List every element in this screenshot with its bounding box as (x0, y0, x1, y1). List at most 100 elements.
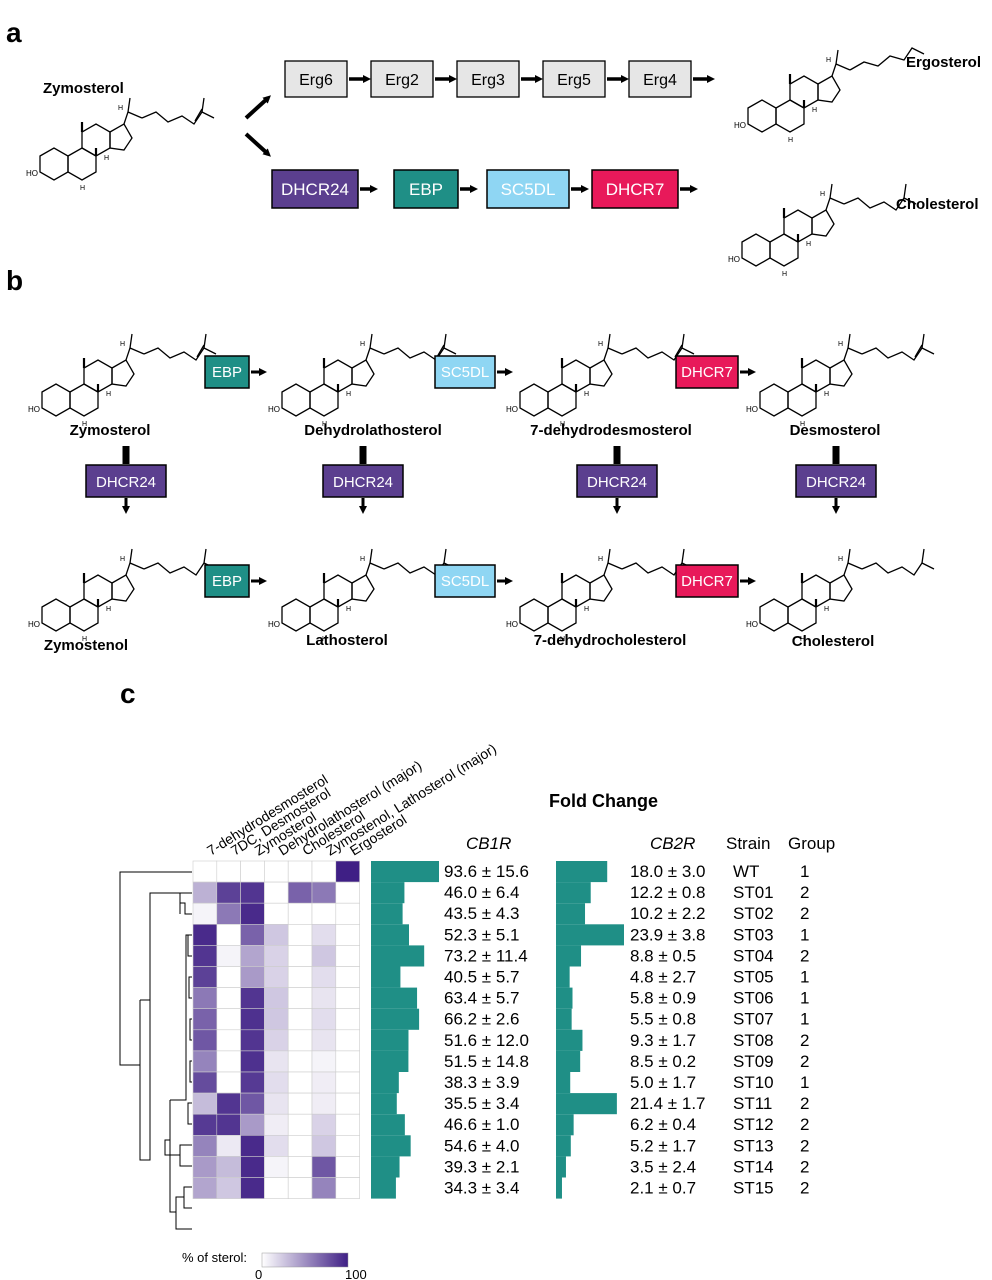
heatmap-cell (240, 860, 265, 883)
heatmap-cell (192, 966, 218, 988)
cb2r-value: 3.5 ± 2.4 (630, 1157, 696, 1176)
heatmap-cell (335, 1008, 360, 1031)
enzyme-label-dhcr7: DHCR7 (606, 180, 665, 199)
heatmap-cell (264, 1135, 289, 1157)
ergosterol-structure (732, 47, 925, 146)
cb1r-bar (371, 1072, 399, 1094)
heatmap-cell (216, 1050, 241, 1073)
heatmap-cell (192, 1071, 218, 1094)
group-number: 2 (800, 883, 809, 902)
heatmap-cell (311, 1008, 337, 1031)
heatmap-cell (335, 1156, 360, 1178)
enzyme-box-erg4 (628, 60, 692, 98)
cb1r-bar (371, 861, 439, 883)
heatmap-cell (216, 966, 241, 988)
heatmap-cell (264, 987, 289, 1009)
strain-header: Strain (726, 834, 770, 853)
enzyme-box-erg6 (284, 60, 348, 98)
enzyme-label-dhcr24: DHCR24 (806, 474, 866, 491)
enzyme-box-sc5dl (434, 564, 496, 598)
heatmap-cell (264, 1050, 289, 1073)
cb2r-value: 8.8 ± 0.5 (630, 946, 696, 965)
cb1r-bar (371, 924, 409, 946)
heatmap (192, 860, 360, 1199)
strain-name: ST08 (733, 1031, 774, 1050)
heatmap-cell (287, 1029, 313, 1052)
compound-label-bottom: Lathosterol (306, 632, 388, 649)
cb2r-bar (556, 1050, 581, 1072)
group-number: 1 (800, 1073, 809, 1092)
enzyme-box-dhcr7 (591, 169, 679, 209)
heatmap-cell (287, 1071, 313, 1094)
heatmap-cell (287, 860, 313, 883)
enzyme-box-erg5 (542, 60, 606, 98)
cb1r-header: CB1R (466, 834, 511, 853)
enzyme-box-dhcr24 (322, 464, 404, 498)
heatmap-cell (335, 945, 360, 967)
heatmap-cell (264, 1008, 289, 1031)
zymosterol-structure-a (24, 96, 215, 194)
enzyme-box-dhcr24 (85, 464, 167, 498)
strain-name: ST09 (733, 1052, 774, 1071)
heatmap-cell (240, 987, 265, 1009)
group-number: 2 (800, 1031, 809, 1050)
heatmap-cell (240, 1092, 265, 1115)
heatmap-cell (192, 923, 218, 946)
cholesterol-structure-a (726, 182, 917, 280)
heatmap-cell (335, 1135, 360, 1157)
heatmap-cell (192, 1177, 218, 1199)
heatmap-cell (335, 860, 360, 883)
heatmap-cell (192, 1135, 218, 1157)
heatmap-cell (216, 1113, 241, 1136)
cb1r-bar (371, 1177, 396, 1199)
cb1r-value: 73.2 ± 11.4 (444, 946, 528, 965)
heatmap-cell (192, 860, 218, 883)
heatmap-cell (287, 881, 313, 904)
heatmap-cell (287, 1177, 313, 1199)
heatmap-cell (335, 923, 360, 946)
enzyme-label-dhcr7: DHCR7 (681, 364, 733, 381)
heatmap-cell (311, 1050, 337, 1073)
structure-lathosterol (266, 547, 457, 645)
group-number: 1 (800, 968, 809, 987)
heatmap-cell (335, 1071, 360, 1094)
group-number: 2 (800, 1157, 809, 1176)
heatmap-cell (192, 1008, 218, 1031)
heatmap-cell (240, 945, 265, 967)
enzyme-label-ebp: EBP (212, 364, 242, 381)
heatmap-cell (264, 966, 289, 988)
cb1r-bar (371, 1008, 420, 1030)
ergosterol-label: Ergosterol (906, 54, 981, 71)
heatmap-cell (335, 966, 360, 988)
group-number: 2 (800, 904, 809, 923)
heatmap-cell (264, 1156, 289, 1178)
zymosterol-label-a: Zymosterol (43, 80, 124, 97)
group-number: 1 (800, 925, 809, 944)
cb1r-bar (371, 945, 425, 967)
heatmap-cell (216, 902, 241, 925)
heatmap-cell (264, 1177, 289, 1199)
cb1r-value: 43.5 ± 4.3 (444, 904, 520, 923)
cb1r-value: 63.4 ± 5.7 (444, 989, 520, 1008)
heatmap-cell (311, 1135, 337, 1157)
cb2r-value: 12.2 ± 0.8 (630, 883, 706, 902)
heatmap-cell (192, 945, 218, 967)
heatmap-cell (216, 1135, 241, 1157)
heatmap-cell (240, 1071, 265, 1094)
heatmap-cell (287, 1113, 313, 1136)
enzyme-label-erg3: Erg3 (471, 72, 505, 89)
compound-label-bottom: Zymostenol (44, 637, 128, 654)
cb1r-bar (371, 1114, 405, 1136)
heatmap-cell (240, 1135, 265, 1157)
enzyme-box-sc5dl (434, 355, 496, 389)
cb1r-value: 38.3 ± 3.9 (444, 1073, 520, 1092)
enzyme-box-dhcr7 (675, 564, 739, 598)
heatmap-cell (287, 945, 313, 967)
enzyme-box-dhcr24 (795, 464, 877, 498)
structure-7-dehydrocholesterol (504, 547, 695, 645)
cb1r-value: 46.0 ± 6.4 (444, 883, 520, 902)
heatmap-cell (192, 1029, 218, 1052)
heatmap-cell (216, 1177, 241, 1199)
